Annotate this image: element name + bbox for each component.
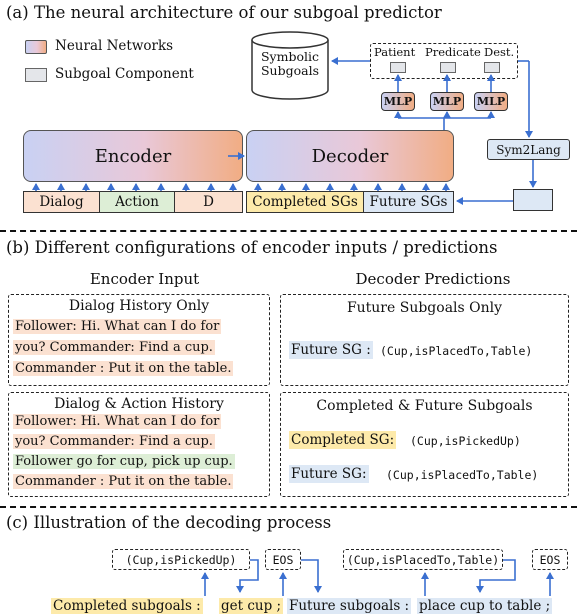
encoder-config-action-line-3: Follower go for cup, pick up cup. xyxy=(13,454,235,469)
mlp-predicate: MLP xyxy=(430,92,464,111)
seq-future-subgoals-label: Future subgoals : xyxy=(287,598,412,614)
section-c-title: (c) Illustration of the decoding process xyxy=(6,513,332,532)
seq-place-cup-to-table: place cup to table ; xyxy=(417,598,553,614)
slot-patient-cell xyxy=(390,62,406,73)
decoder-block: Decoder xyxy=(246,130,454,182)
encoder-config-action-line-4: Commander : Put it on the table. xyxy=(13,474,234,489)
decoder-config-future-only xyxy=(280,294,569,386)
future-sg-label: Future SG : xyxy=(289,341,373,359)
slot-dest-cell xyxy=(484,62,500,73)
database-icon xyxy=(251,31,329,100)
completed-sg-value: (Cup,isPickedUp) xyxy=(410,434,521,448)
mlp-patient: MLP xyxy=(381,92,415,111)
decoder-input-future: Future SGs xyxy=(363,191,454,213)
encoder-config-dialog-action xyxy=(8,392,270,497)
mlp-dest: MLP xyxy=(474,92,508,111)
encoder-config-dialog-only xyxy=(8,294,270,386)
slot-dest-label: Dest. xyxy=(484,45,515,59)
slot-patient-label: Patient xyxy=(374,45,416,59)
output-eos-token-2: EOS xyxy=(532,549,568,570)
decoder-input-completed: Completed SGs xyxy=(246,191,364,213)
encoder-input-dialog: Dialog xyxy=(23,191,100,213)
encoder-input-header: Encoder Input xyxy=(89,270,200,288)
output-completed-token: (Cup,isPickedUp) xyxy=(112,549,250,570)
encoder-config-dialog-only-title: Dialog History Only xyxy=(68,298,210,314)
encoder-config-action-line-1: Follower: Hi. What can I do for xyxy=(13,414,222,429)
section-a-title: (a) The neural architecture of our subgo… xyxy=(6,3,442,22)
decoding-arrows xyxy=(201,559,554,596)
encoder-config-action-line-2: you? Commander: Find a cup. xyxy=(13,434,215,449)
encoder-config-dialog-line-2: you? Commander: Find a cup. xyxy=(13,340,215,355)
architecture-arrows xyxy=(32,57,537,205)
encoder-block: Encoder xyxy=(23,130,243,182)
seq-get-cup: get cup ; xyxy=(219,598,284,614)
output-future-token: (Cup,isPlacedTo,Table) xyxy=(343,549,503,570)
completed-sg-label: Completed SG: xyxy=(289,431,397,449)
legend-neural-label: Neural Networks xyxy=(55,38,174,54)
section-b-title: (b) Different configurations of encoder … xyxy=(6,238,498,257)
decoder-config-completed-future-title: Completed & Future Subgoals xyxy=(316,398,533,414)
seq-completed-subgoals-label: Completed subgoals : xyxy=(51,598,203,614)
encoder-config-dialog-action-title: Dialog & Action History xyxy=(54,396,224,412)
future-sg-value: (Cup,isPlacedTo,Table) xyxy=(380,344,533,358)
future-sg-value-2: (Cup,isPlacedTo,Table) xyxy=(386,468,539,482)
future-sg-label-2: Future SG: xyxy=(289,465,369,483)
sym2lang-output-cell xyxy=(513,189,553,211)
slot-predicate-cell xyxy=(440,62,456,73)
sym2lang-block: Sym2Lang xyxy=(487,139,570,160)
decoder-config-future-only-title: Future Subgoals Only xyxy=(346,300,503,316)
decoder-predictions-header: Decoder Predictions xyxy=(355,270,511,288)
divider-b-c xyxy=(0,506,577,508)
decoder-config-completed-future xyxy=(280,392,569,497)
output-eos-token-1: EOS xyxy=(265,549,301,570)
legend-subgoal-label: Subgoal Component xyxy=(55,66,194,82)
legend-neural-swatch xyxy=(25,40,47,54)
encoder-config-dialog-line-1: Follower: Hi. What can I do for xyxy=(13,319,222,334)
legend-subgoal-swatch xyxy=(25,68,47,82)
slot-predicate-label: Predicate xyxy=(425,45,481,59)
encoder-config-dialog-line-3: Commander : Put it on the table. xyxy=(13,361,234,376)
symbolic-subgoals-label: Symbolic Subgoals xyxy=(260,49,319,78)
encoder-input-action: Action xyxy=(99,191,175,213)
divider-a-b xyxy=(0,230,577,232)
encoder-input-d: D xyxy=(174,191,243,213)
